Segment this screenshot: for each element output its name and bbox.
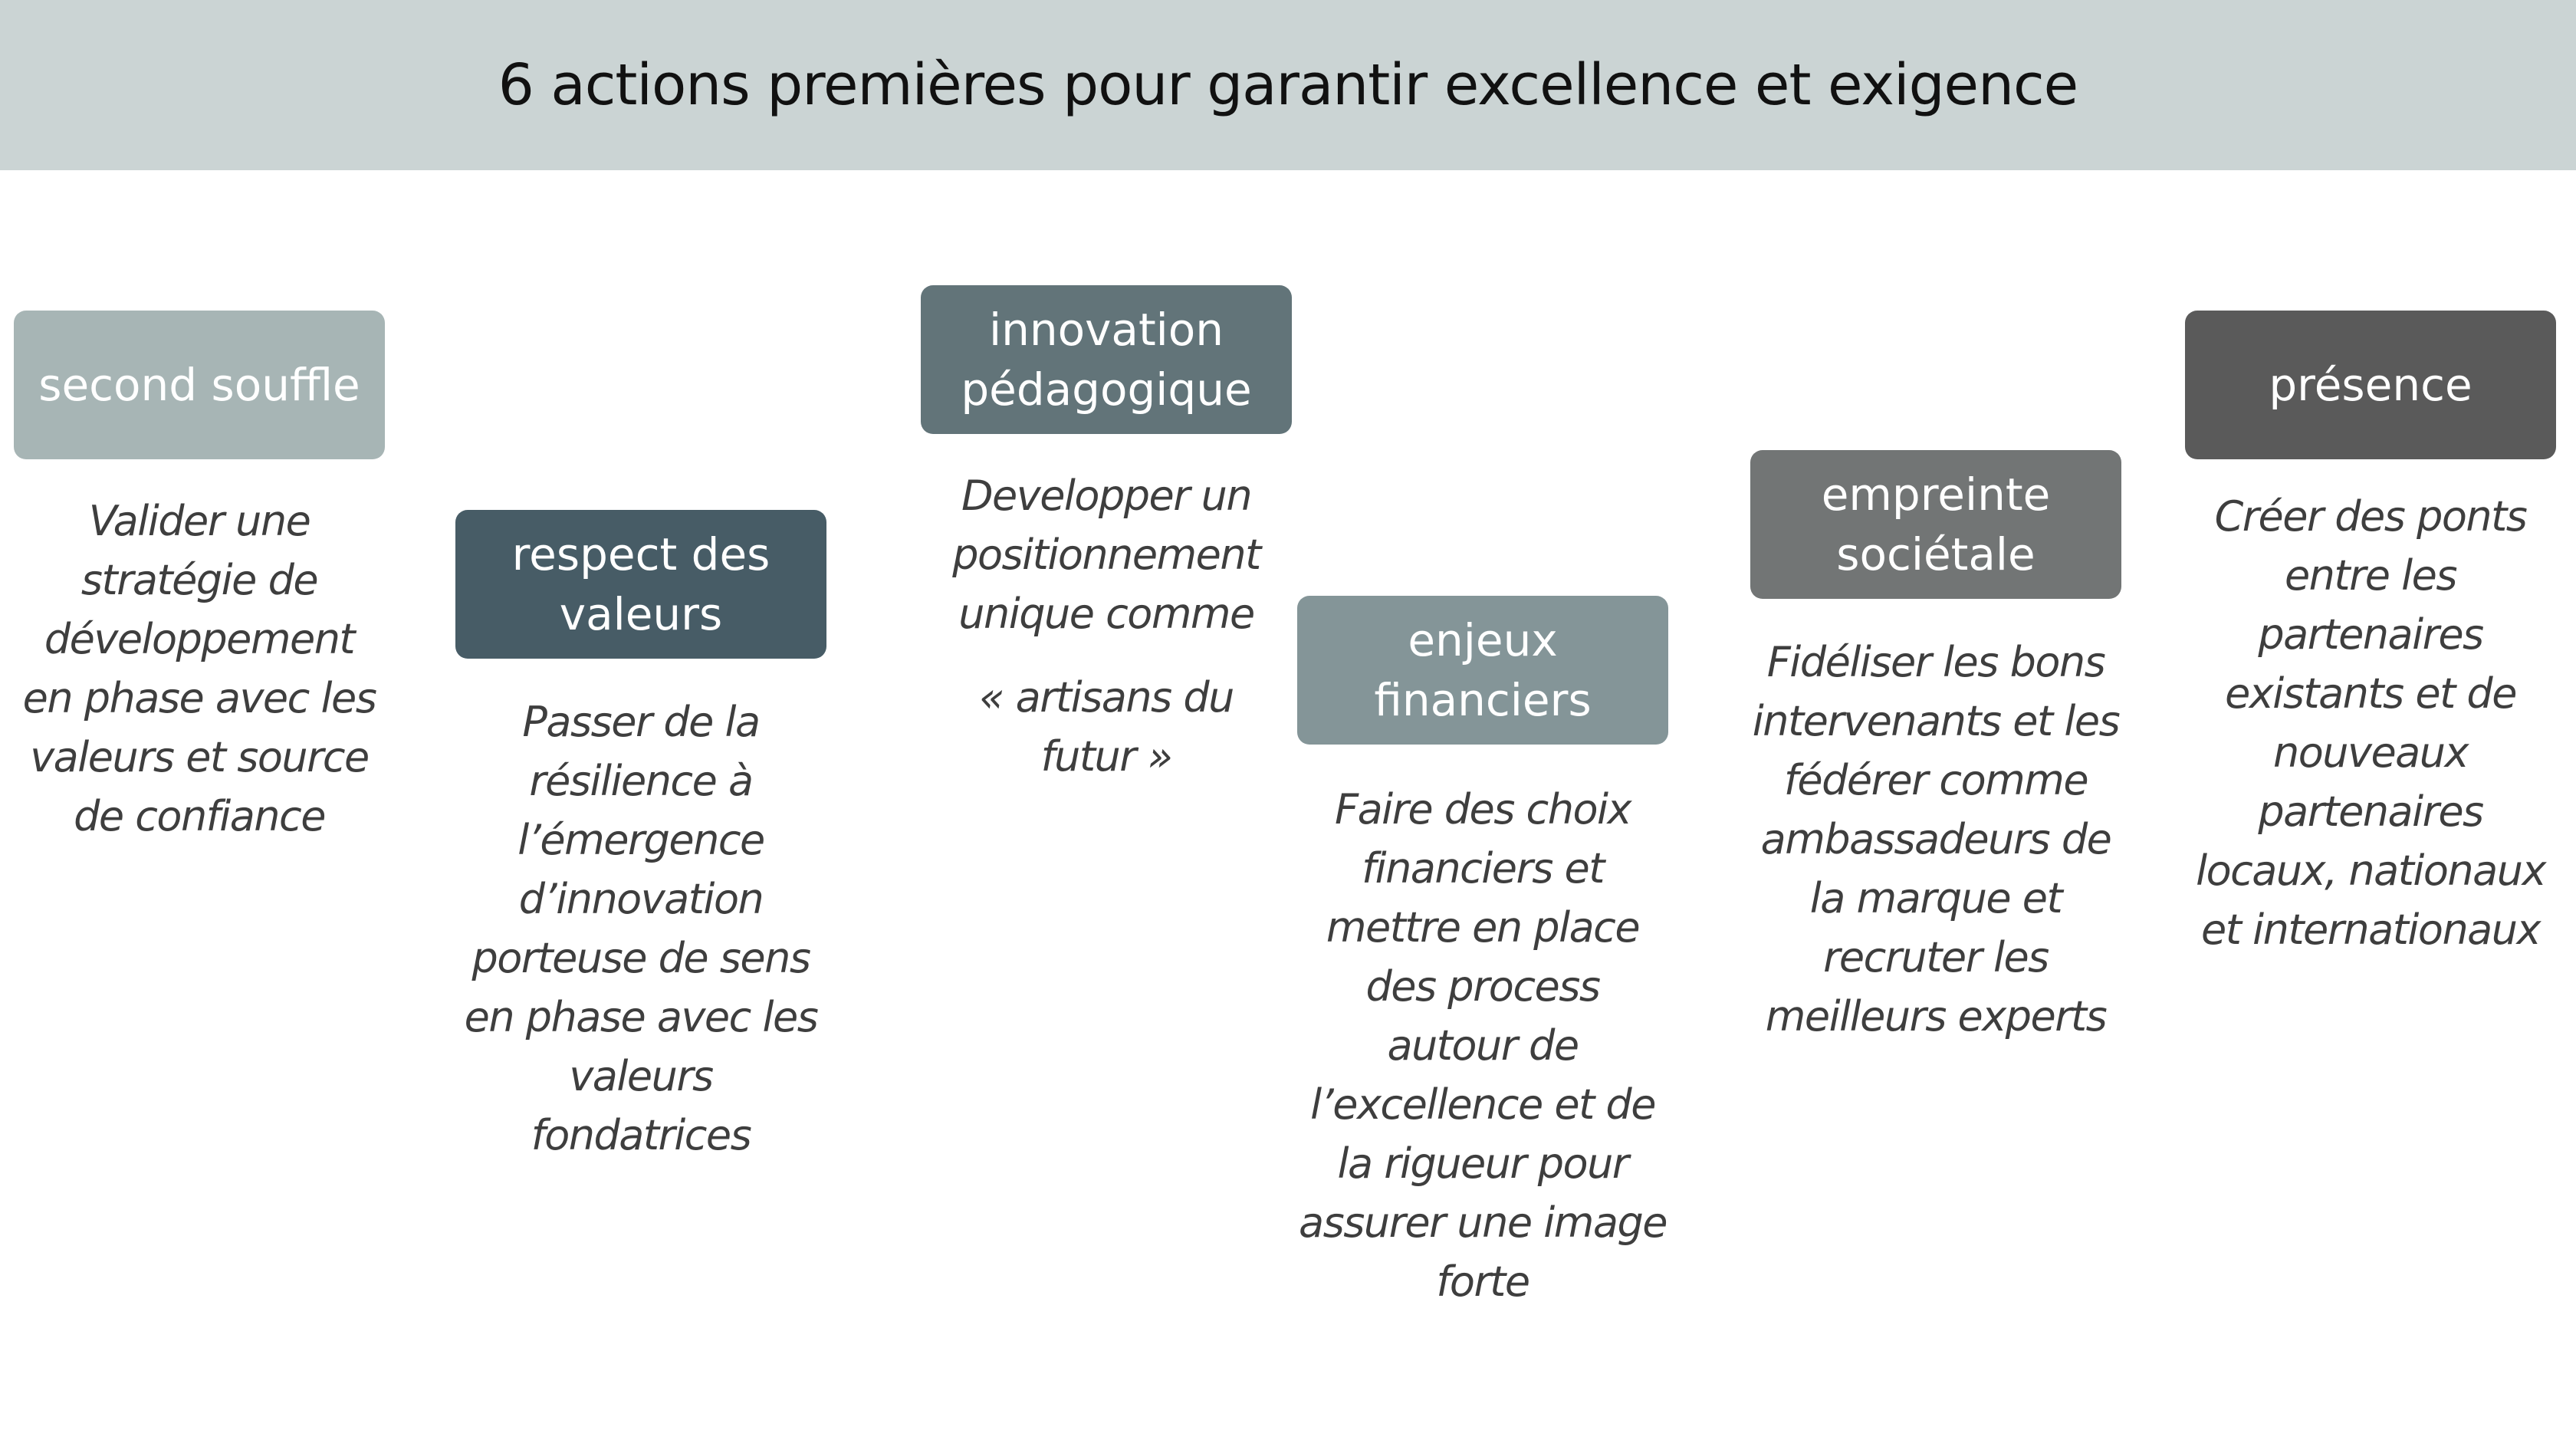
action-label: enjeux financiers — [1374, 614, 1592, 726]
action-label: respect des valeurs — [511, 528, 770, 640]
action-column-empreinte-societale: empreinte sociétale Fidéliser les bons i… — [1750, 450, 2121, 1046]
action-column-presence: présence Créer des ponts entre les parte… — [2185, 311, 2556, 959]
page-title: 6 actions premières pour garantir excell… — [498, 52, 2078, 118]
action-column-respect-des-valeurs: respect des valeurs Passer de la résilie… — [455, 510, 826, 1165]
action-box-enjeux-financiers: enjeux financiers — [1297, 596, 1668, 745]
action-description-text: Valider une stratégie de développement e… — [22, 497, 377, 840]
action-description-text: Faire des choix financiers et mettre en … — [1299, 785, 1668, 1306]
action-description-text: Fidéliser les bons intervenants et les f… — [1752, 638, 2121, 1041]
action-description-quote: « artisans du futur » — [979, 673, 1234, 781]
action-description: Developper un positionnement unique comm… — [921, 466, 1292, 786]
action-description: Valider une stratégie de développement e… — [14, 492, 385, 846]
action-label: second souffle — [38, 359, 360, 411]
action-description: Créer des ponts entre les partenaires ex… — [2185, 487, 2556, 959]
action-column-innovation-pedagogique: innovation pédagogique Developper un pos… — [921, 285, 1292, 786]
action-label: innovation pédagogique — [961, 304, 1252, 416]
action-column-enjeux-financiers: enjeux financiers Faire des choix financ… — [1297, 596, 1668, 1311]
action-box-respect-des-valeurs: respect des valeurs — [455, 510, 826, 659]
action-box-empreinte-societale: empreinte sociétale — [1750, 450, 2121, 599]
action-description: Faire des choix financiers et mettre en … — [1297, 780, 1668, 1311]
action-description-text: Passer de la résilience à l’émergence d’… — [464, 698, 819, 1159]
action-description: Fidéliser les bons intervenants et les f… — [1750, 633, 2121, 1046]
action-box-presence: présence — [2185, 311, 2556, 459]
action-description-text: Developper un positionnement unique comm… — [952, 472, 1261, 638]
action-description: Passer de la résilience à l’émergence d’… — [455, 692, 826, 1165]
action-column-second-souffle: second souffle Valider une stratégie de … — [14, 311, 385, 846]
header-bar: 6 actions premières pour garantir excell… — [0, 0, 2576, 170]
action-box-second-souffle: second souffle — [14, 311, 385, 459]
action-label: empreinte sociétale — [1821, 468, 2051, 580]
action-box-innovation-pedagogique: innovation pédagogique — [921, 285, 1292, 434]
action-label: présence — [2269, 359, 2472, 411]
action-description-text: Créer des ponts entre les partenaires ex… — [2196, 492, 2546, 954]
